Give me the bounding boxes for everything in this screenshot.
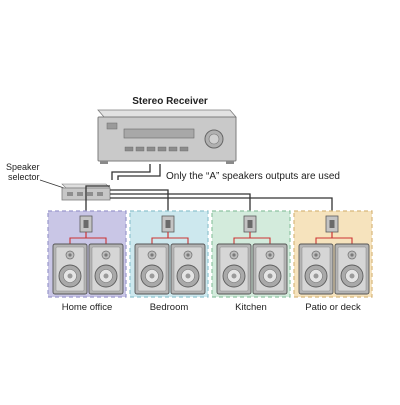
zone: Home office — [47, 210, 127, 313]
speaker-woofer-cap — [185, 273, 191, 279]
speaker-icon — [334, 243, 370, 295]
selector-to-zone-wire — [110, 197, 333, 216]
speaker-selector-label-line2: selector — [8, 172, 40, 182]
zone-label: Kitchen — [235, 302, 267, 313]
selector-to-zone-wire — [85, 185, 110, 216]
volume-control-icon — [161, 215, 175, 233]
speaker-icon — [216, 243, 252, 295]
speaker-tweeter-dome — [150, 253, 154, 257]
receiver-to-selector-cable — [111, 164, 161, 180]
zones-group: Home office Bedroom Kitchen Patio or deck — [47, 210, 373, 313]
selector-to-zone-wire — [110, 189, 169, 216]
speaker-icon — [252, 243, 288, 295]
volume-control-knob — [165, 220, 171, 228]
speaker-tweeter-dome — [186, 253, 190, 257]
selector-to-zone-wire — [110, 193, 251, 216]
volume-control-knob — [83, 220, 89, 228]
speaker-tweeter-dome — [268, 253, 272, 257]
speaker-icon — [134, 243, 170, 295]
speaker-tweeter-dome — [104, 253, 108, 257]
speaker-woofer-cap — [313, 273, 319, 279]
speaker-icon — [170, 243, 206, 295]
speaker-tweeter-dome — [314, 253, 318, 257]
zone: Patio or deck — [293, 210, 373, 313]
receiver-title: Stereo Receiver — [132, 96, 208, 107]
zone: Kitchen — [211, 210, 291, 313]
speaker-woofer-cap — [231, 273, 237, 279]
speaker-tweeter-dome — [350, 253, 354, 257]
speaker-icon — [298, 243, 334, 295]
zone-label: Patio or deck — [305, 302, 361, 313]
volume-control-icon — [243, 215, 257, 233]
speaker-woofer-cap — [67, 273, 73, 279]
zone-label: Home office — [62, 302, 113, 313]
selector-callout-line — [39, 179, 65, 189]
volume-control-knob — [247, 220, 253, 228]
speaker-woofer-cap — [349, 273, 355, 279]
speaker-icon — [88, 243, 124, 295]
speaker-wire-right — [167, 232, 189, 244]
speaker-selector-label-line1: Speaker — [6, 162, 40, 172]
speaker-wire-right — [85, 232, 107, 244]
zone-label: Bedroom — [150, 302, 189, 313]
volume-control-knob — [329, 220, 335, 228]
speaker-tweeter-dome — [232, 253, 236, 257]
zone: Bedroom — [129, 210, 209, 313]
speaker-woofer-cap — [149, 273, 155, 279]
speaker-woofer-cap — [103, 273, 109, 279]
speaker-wire-right — [249, 232, 271, 244]
speaker-wire-right — [331, 232, 353, 244]
volume-control-icon — [79, 215, 93, 233]
zone-wiring — [85, 185, 333, 216]
volume-control-icon — [325, 215, 339, 233]
speaker-woofer-cap — [267, 273, 273, 279]
stereo-receiver-icon — [97, 109, 237, 164]
speaker-icon — [52, 243, 88, 295]
outputs-note: Only the “A” speakers outputs are used — [166, 171, 340, 182]
speaker-tweeter-dome — [68, 253, 72, 257]
